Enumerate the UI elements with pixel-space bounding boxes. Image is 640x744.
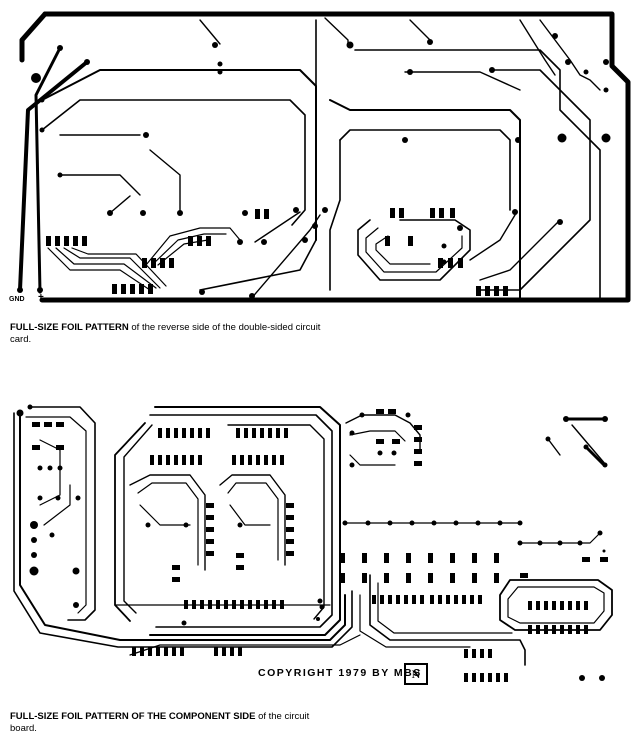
component-side-caption-text: of the circuit board. xyxy=(10,711,310,734)
outer-bus-trace-left xyxy=(19,11,48,63)
outer-bus-trace xyxy=(39,11,631,303)
reverse-side-caption-text: of the reverse side of the double-sided … xyxy=(10,322,321,345)
left-module-outer-trace xyxy=(19,412,346,641)
component-side-foil-pattern xyxy=(13,404,613,682)
component-side-caption: FULL-SIZE FOIL PATTERN OF THE COMPONENT … xyxy=(10,711,330,735)
gnd-rail-trace xyxy=(18,60,89,292)
copyright-notice: COPYRIGHT 1979 BY MBS xyxy=(258,667,422,679)
component-side-caption-title: FULL-SIZE FOIL PATTERN OF THE COMPONENT … xyxy=(10,711,256,722)
gnd-terminal-label: GND xyxy=(9,296,25,303)
plus-terminal-label: + xyxy=(38,292,44,303)
mbs-logo: N xyxy=(404,663,428,685)
reverse-side-caption-title: FULL-SIZE FOIL PATTERN xyxy=(10,322,129,333)
reverse-side-foil-pattern xyxy=(17,11,631,303)
reverse-side-caption: FULL-SIZE FOIL PATTERN of the reverse si… xyxy=(10,322,330,346)
plus-rail-trace xyxy=(34,46,62,294)
center-loop-trace xyxy=(149,406,341,636)
